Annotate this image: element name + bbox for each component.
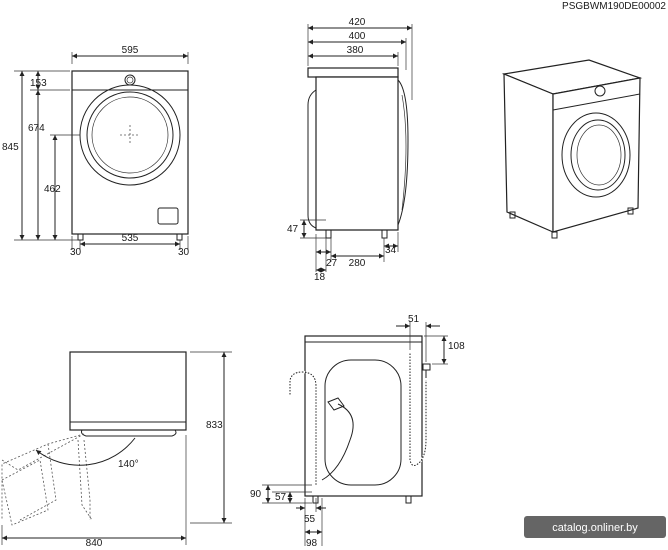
iso-foot-3 <box>627 207 634 215</box>
iso-panel-divider <box>552 93 641 111</box>
front-door-center-label: 462 <box>44 184 61 195</box>
watermark-badge: catalog.onliner.by <box>524 516 666 538</box>
iso-door-inner <box>570 119 626 191</box>
back-foot-left <box>312 495 319 504</box>
side-depth-total-label: 420 <box>349 17 366 28</box>
side-foot-height-label: 47 <box>287 224 299 235</box>
back-drain-low-label: 57 <box>275 492 287 503</box>
power-plug <box>327 397 345 411</box>
side-foot-front <box>381 229 388 239</box>
front-cabinet <box>71 70 189 235</box>
swing-depth-label: 840 <box>86 538 103 549</box>
back-view: 51 108 90 57 55 98 <box>250 314 465 549</box>
drain-hose-core <box>288 370 318 486</box>
iso-knob <box>594 85 606 97</box>
iso-door-outer <box>561 112 631 198</box>
side-cabinet <box>315 76 399 231</box>
side-foot-offset-label: 27 <box>326 258 338 269</box>
side-depth-body-label: 380 <box>347 45 364 56</box>
watermark-text: catalog.onliner.by <box>552 522 638 534</box>
inlet-connector <box>422 363 431 378</box>
side-front-offset-label: 18 <box>314 272 326 283</box>
iso-foot-2 <box>551 231 558 239</box>
front-foot-span-label: 535 <box>122 233 139 244</box>
power-cord <box>321 403 354 481</box>
side-door-profile <box>397 79 409 226</box>
iso-foot-1 <box>509 211 516 219</box>
back-drain-height-label: 90 <box>250 489 262 500</box>
back-hose-offset-label: 51 <box>408 314 420 325</box>
side-back-bulge <box>307 89 317 229</box>
side-door-profile-inner <box>401 94 407 211</box>
back-drain-total-label: 98 <box>306 538 318 549</box>
front-foot-right-label: 30 <box>178 247 190 258</box>
swing-door-base <box>81 429 177 437</box>
foot-right <box>176 233 183 241</box>
swing-angle-label: 140° <box>118 459 139 470</box>
iso-side <box>503 73 554 233</box>
front-top-label: 153 <box>30 78 47 89</box>
foot-left <box>77 233 84 241</box>
side-view: 420 400 380 47 27 280 34 18 <box>287 17 413 283</box>
front-foot-left-label: 30 <box>70 247 82 258</box>
side-foot-back <box>325 229 332 239</box>
back-drain-x-label: 55 <box>304 514 316 525</box>
document-code: PSGBWM190DE00002 <box>562 1 666 12</box>
service-hatch <box>157 207 179 225</box>
side-depth-mid-label: 400 <box>349 31 366 42</box>
back-hose-height-label: 108 <box>448 341 465 352</box>
swing-arc <box>35 437 136 466</box>
front-width-label: 595 <box>122 45 139 56</box>
open-door-outline <box>1 433 93 521</box>
side-top-plate <box>307 67 399 78</box>
front-height-label: 845 <box>2 142 19 153</box>
door-glass <box>86 91 174 179</box>
knob-inner <box>126 76 134 84</box>
back-foot-right <box>405 495 412 504</box>
door-center-mark <box>120 125 140 145</box>
inlet-hose-core <box>408 352 428 467</box>
swing-cabinet <box>69 351 187 431</box>
iso-front <box>552 77 641 233</box>
door-swing-view: 140° 833 840 <box>1 351 232 549</box>
front-door-label: 674 <box>28 123 45 134</box>
front-view: 595 845 153 674 462 30 535 30 <box>2 45 190 258</box>
door-inner <box>91 96 169 174</box>
iso-door-glass <box>576 124 622 186</box>
isometric-view <box>501 59 643 239</box>
back-panel <box>324 359 402 486</box>
open-door-panel <box>1 459 49 526</box>
side-foot-span-label: 280 <box>349 258 366 269</box>
side-foot-back-label: 34 <box>385 245 397 256</box>
swing-height-label: 833 <box>206 420 223 431</box>
